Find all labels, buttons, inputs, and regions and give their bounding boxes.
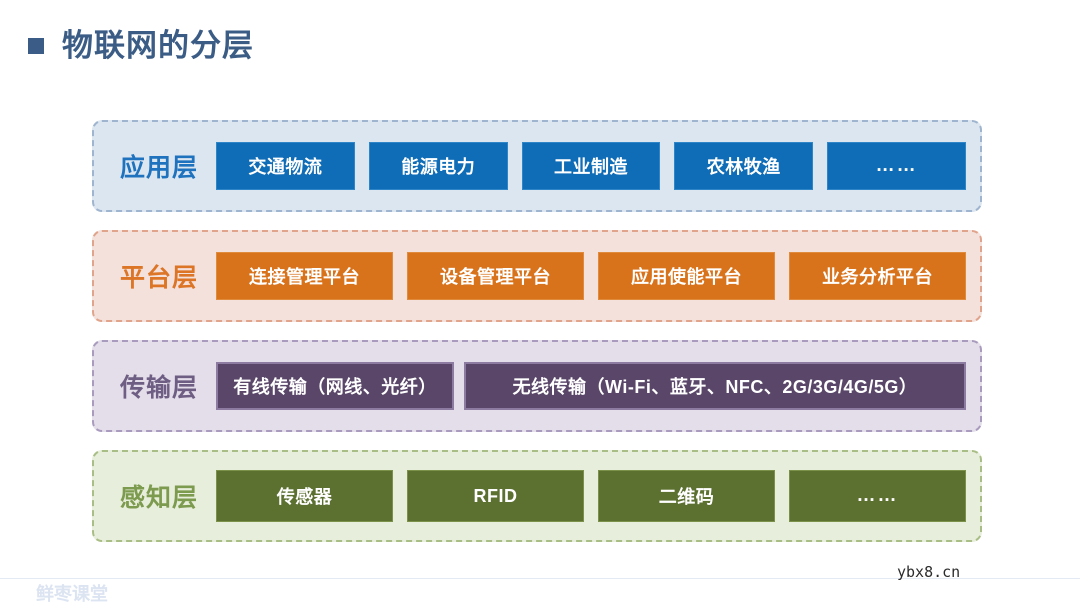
footer-divider (0, 578, 1080, 579)
layer-sensing-items: 传感器 RFID 二维码 …… (216, 470, 967, 522)
layer-application-label: 应用层 (120, 154, 199, 182)
item-box[interactable]: 无线传输（Wi-Fi、蓝牙、NFC、2G/3G/4G/5G） (464, 362, 966, 410)
page-title: 物联网的分层 (62, 28, 254, 63)
layer-transport: 传输层 有线传输（网线、光纤） 无线传输（Wi-Fi、蓝牙、NFC、2G/3G/… (92, 340, 982, 432)
item-box[interactable]: 农林牧渔 (674, 142, 814, 190)
item-box[interactable]: 设备管理平台 (407, 252, 585, 300)
item-box[interactable]: 应用使能平台 (598, 252, 776, 300)
square-bullet-icon (28, 37, 44, 54)
item-box[interactable]: 能源电力 (368, 142, 508, 190)
item-box[interactable]: 传感器 (216, 470, 394, 522)
layer-sensing-label: 感知层 (120, 484, 199, 512)
item-box[interactable]: 交通物流 (216, 142, 355, 190)
item-box[interactable]: RFID (407, 470, 585, 522)
item-box[interactable]: 业务分析平台 (789, 252, 967, 300)
layer-platform-label: 平台层 (120, 264, 199, 292)
item-box-ellipsis[interactable]: …… (789, 470, 967, 522)
item-box[interactable]: 有线传输（网线、光纤） (216, 362, 455, 410)
layer-platform: 平台层 连接管理平台 设备管理平台 应用使能平台 业务分析平台 (92, 230, 982, 322)
item-box[interactable]: 工业制造 (521, 142, 661, 190)
source-site-tag: ybx8.cn (897, 563, 961, 581)
layer-platform-items: 连接管理平台 设备管理平台 应用使能平台 业务分析平台 (216, 252, 967, 300)
layer-transport-items: 有线传输（网线、光纤） 无线传输（Wi-Fi、蓝牙、NFC、2G/3G/4G/5… (216, 362, 966, 410)
slide-title-row: 物联网的分层 (28, 30, 254, 61)
item-box-ellipsis[interactable]: …… (827, 142, 966, 190)
layer-transport-label: 传输层 (120, 374, 199, 402)
layer-application-items: 交通物流 能源电力 工业制造 农林牧渔 …… (216, 142, 966, 190)
item-box[interactable]: 二维码 (598, 470, 776, 522)
iot-layer-diagram: 应用层 交通物流 能源电力 工业制造 农林牧渔 …… 平台层 连接管理平台 设备… (92, 120, 982, 560)
item-box[interactable]: 连接管理平台 (216, 252, 394, 300)
watermark-brand: 鲜枣课堂 (36, 584, 108, 604)
layer-application: 应用层 交通物流 能源电力 工业制造 农林牧渔 …… (92, 120, 982, 212)
layer-sensing: 感知层 传感器 RFID 二维码 …… (92, 450, 982, 542)
